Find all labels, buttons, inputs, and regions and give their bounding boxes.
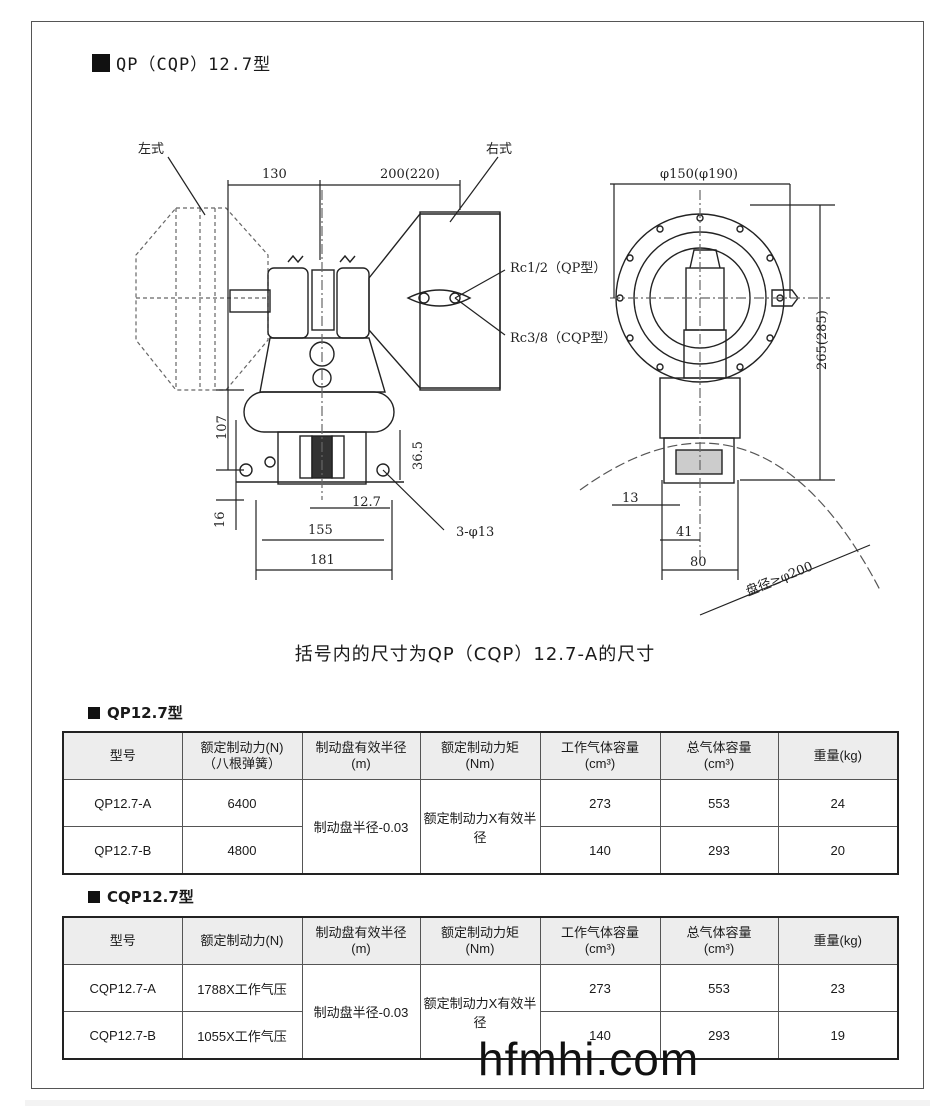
- dim-265: 265(285): [815, 310, 830, 370]
- work-gas-cell: 140: [539, 1011, 661, 1060]
- weight-cell: 20: [777, 826, 899, 875]
- dim-phi150: φ150(φ190): [660, 167, 738, 182]
- weight-cell: 23: [777, 964, 899, 1012]
- qp-title-bullet: [88, 706, 100, 719]
- total-gas-cell: 293: [659, 1011, 779, 1060]
- cqp-table-header-row: 型号 额定制动力(N) 制动盘有效半径 (m) 额定制动力矩 (Nm) 工作气体…: [62, 916, 899, 965]
- table-row: QP12.7-B 4800 140 293 20: [62, 826, 899, 875]
- bottom-divider: [25, 1100, 930, 1106]
- model-cell: CQP12.7-B: [62, 1011, 183, 1060]
- radius-cell: 制动盘半径-0.03: [301, 964, 421, 1060]
- torque-cell: 额定制动力X有效半径: [419, 779, 541, 875]
- model-cell: CQP12.7-A: [62, 964, 183, 1012]
- dim-16: 16: [213, 511, 228, 528]
- label-left-style: 左式: [138, 142, 164, 157]
- brake-right-view: [615, 213, 799, 484]
- qp-header-cell: 重量(kg): [777, 731, 899, 780]
- cqp-section-title: CQP12.7型: [88, 886, 194, 907]
- left-style-dashed-outline: [135, 207, 269, 391]
- page-title-text: QP（CQP）12.7型: [116, 55, 272, 75]
- page-frame: [31, 21, 924, 1089]
- dim-130: 130: [262, 167, 287, 182]
- qp-header-cell: 工作气体容量 (cm³): [539, 731, 661, 780]
- torque-cell: 额定制动力X有效半径: [419, 964, 541, 1060]
- cqp-header-cell: 额定制动力(N): [181, 916, 303, 965]
- cqp-header-cell: 制动盘有效半径 (m): [301, 916, 421, 965]
- qp-header-cell: 总气体容量 (cm³): [659, 731, 779, 780]
- cqp-header-cell: 重量(kg): [777, 916, 899, 965]
- dim-200: 200(220): [380, 167, 440, 182]
- qp-header-cell: 制动盘有效半径 (m): [301, 731, 421, 780]
- qp-header-cell: 型号: [62, 731, 183, 780]
- qp-section-title: QP12.7型: [88, 702, 183, 723]
- cqp-title-bullet: [88, 890, 100, 903]
- technical-drawing: 左式 右式 130 200(220) φ150(φ190) Rc1/2（QP型）…: [135, 142, 881, 616]
- dim-13: 13: [622, 491, 639, 506]
- table-row: QP12.7-A 6400 制动盘半径-0.03 额定制动力X有效半径 273 …: [62, 779, 899, 875]
- dim-181: 181: [310, 553, 335, 568]
- brake-left-view: [229, 211, 501, 485]
- weight-cell: 24: [777, 779, 899, 827]
- qp-section-title-text: QP12.7型: [107, 704, 183, 722]
- force-cell: 4800: [181, 826, 303, 875]
- table-row: CQP12.7-B 1055X工作气压 140 293 19: [62, 1011, 899, 1060]
- table-row: CQP12.7-A 1788X工作气压 制动盘半径-0.03 额定制动力X有效半…: [62, 964, 899, 1060]
- model-cell: QP12.7-B: [62, 826, 183, 875]
- label-disc-diameter: 盘径≥φ200: [744, 558, 816, 599]
- cqp-spec-table: 型号 额定制动力(N) 制动盘有效半径 (m) 额定制动力矩 (Nm) 工作气体…: [62, 916, 899, 1060]
- drawing-caption: 括号内的尺寸为QP（CQP）12.7-A的尺寸: [294, 644, 656, 665]
- dim-41: 41: [676, 525, 693, 540]
- cqp-header-cell: 总气体容量 (cm³): [659, 916, 779, 965]
- total-gas-cell: 553: [659, 779, 779, 827]
- total-gas-cell: 553: [659, 964, 779, 1012]
- title-square-bullet: [92, 53, 110, 72]
- label-rc12: Rc1/2（QP型）: [510, 261, 606, 276]
- model-cell: QP12.7-A: [62, 779, 183, 827]
- page-title: QP（CQP）12.7型: [92, 50, 271, 75]
- cqp-header-cell: 工作气体容量 (cm³): [539, 916, 661, 965]
- dim-155: 155: [308, 523, 333, 538]
- force-cell: 1788X工作气压: [181, 964, 303, 1012]
- cqp-header-cell: 额定制动力矩 (Nm): [419, 916, 541, 965]
- qp-spec-table: 型号 额定制动力(N) （八根弹簧） 制动盘有效半径 (m) 额定制动力矩 (N…: [62, 731, 899, 875]
- radius-cell: 制动盘半径-0.03: [301, 779, 421, 875]
- cqp-section-title-text: CQP12.7型: [107, 888, 194, 906]
- dim-80: 80: [690, 555, 707, 570]
- dim-36-5: 36.5: [411, 441, 426, 470]
- qp-table-header-row: 型号 额定制动力(N) （八根弹簧） 制动盘有效半径 (m) 额定制动力矩 (N…: [62, 731, 899, 780]
- dim-12-7: 12.7: [352, 495, 381, 510]
- cqp-header-cell: 型号: [62, 916, 183, 965]
- label-right-style: 右式: [486, 142, 512, 157]
- total-gas-cell: 293: [659, 826, 779, 875]
- work-gas-cell: 273: [539, 779, 661, 827]
- qp-header-cell: 额定制动力矩 (Nm): [419, 731, 541, 780]
- work-gas-cell: 273: [539, 964, 661, 1012]
- site-watermark: hfmhi.com: [478, 1033, 700, 1085]
- label-holes: 3-φ13: [456, 525, 494, 540]
- work-gas-cell: 140: [539, 826, 661, 875]
- weight-cell: 19: [777, 1011, 899, 1060]
- dim-107: 107: [215, 415, 230, 440]
- force-cell: 1055X工作气压: [181, 1011, 303, 1060]
- label-rc38: Rc3/8（CQP型）: [510, 331, 616, 346]
- force-cell: 6400: [181, 779, 303, 827]
- qp-header-cell: 额定制动力(N) （八根弹簧）: [181, 731, 303, 780]
